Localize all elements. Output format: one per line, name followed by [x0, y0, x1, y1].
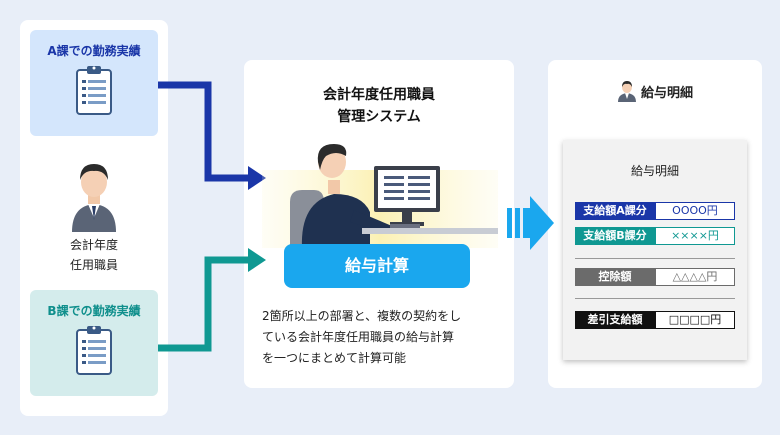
payslip-header: 給与明細: [548, 80, 762, 102]
payslip-row-deduction-value: △△△△円: [655, 268, 735, 286]
dept-b-flow-line: [158, 256, 250, 352]
dept-a-flow-line: [158, 81, 250, 182]
dept-b-card: B課での勤務実績: [30, 290, 158, 396]
payslip-divider: [575, 258, 735, 259]
office-worker-illustration: [262, 144, 498, 248]
calc-button[interactable]: 給与計算: [284, 244, 470, 288]
payslip-row-a-label: 支給額A課分: [575, 202, 655, 220]
system-title-line1: 会計年度任用職員: [323, 87, 435, 103]
payslip-divider: [575, 298, 735, 299]
payslip-row-net-value: □□□□円: [655, 311, 735, 329]
payslip-document: 給与明細 支給額A課分 OOOO円 支給額B課分 ××××円 控除額 △△△△円…: [563, 140, 747, 360]
clipboard-icon: [76, 326, 112, 375]
dept-b-title: B課での勤務実績: [47, 304, 141, 318]
payslip-row-a: 支給額A課分 OOOO円: [575, 202, 735, 220]
payslip-row-deduction: 控除額 △△△△円: [575, 268, 735, 286]
output-arrow: [507, 196, 554, 250]
system-desc-line3: を一つにまとめて計算可能: [262, 351, 407, 365]
payslip-row-net-label: 差引支給額: [575, 311, 655, 329]
payslip-row-a-value: OOOO円: [655, 202, 735, 220]
staff-person-icon: [72, 164, 116, 232]
dept-a-title: A課での勤務実績: [47, 44, 141, 58]
staff-label-line2: 任用職員: [69, 258, 118, 272]
system-title-line2: 管理システム: [337, 109, 421, 125]
payslip-row-b: 支給額B課分 ××××円: [575, 227, 735, 245]
payslip-row-b-label: 支給額B課分: [575, 227, 655, 245]
payslip-row-deduction-label: 控除額: [575, 268, 655, 286]
dept-b-arrow-head: [248, 248, 266, 272]
payslip-row-b-value: ××××円: [655, 227, 735, 245]
staff-label-line1: 会計年度: [69, 238, 118, 252]
payslip-row-net: 差引支給額 □□□□円: [575, 311, 735, 329]
payslip-header-text: 給与明細: [640, 86, 693, 101]
dept-a-arrow-head: [248, 166, 266, 190]
system-desc-line1: 2箇所以上の部署と、複数の契約をし: [262, 309, 462, 323]
system-desc-line2: ている会計年度任用職員の給与計算: [262, 330, 455, 344]
clipboard-icon: [76, 66, 112, 115]
payslip-title: 給与明細: [630, 164, 679, 178]
person-icon: [617, 81, 636, 102]
dept-a-card: A課での勤務実績: [30, 30, 158, 136]
